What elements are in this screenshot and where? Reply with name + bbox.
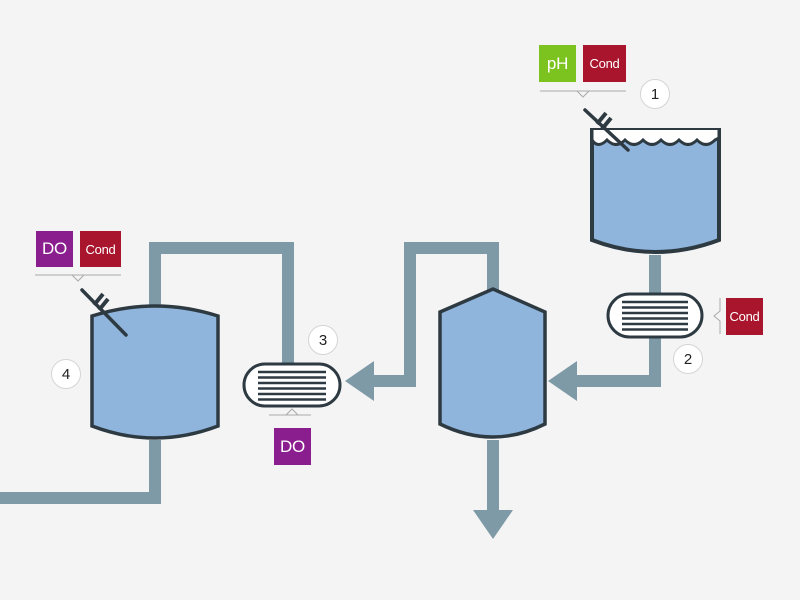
flow-arrow-icon [548,361,577,401]
pipes [0,242,661,512]
sensor-probe-icon [80,288,128,337]
step-number-1: 1 [640,79,670,109]
hx2-body [606,292,704,339]
callout-bracket-hx3 [269,408,311,416]
hx3-tubes [258,370,326,401]
callout-bracket-hx2 [713,298,721,334]
flow-arrow-icon [473,510,513,539]
pipe-hx2-vessel [574,336,661,387]
vessel-icon [438,287,547,439]
ph-sensor-badge: pH [539,45,576,82]
vessel-icon [90,304,220,440]
step-number-3: 3 [308,325,338,355]
tank1-liquid-surface [590,130,721,146]
cond-sensor-badge: Cond [583,45,626,82]
heat-exchanger-icon [606,292,704,339]
pipe-hx3-tank4 [149,242,294,366]
sensor-probe-icon [583,108,630,152]
vessel-icon [590,128,721,254]
flow-arrow-icon [345,361,374,401]
callout-bracket-tank1 [540,90,626,98]
callout-bracket-tank4 [35,274,121,282]
hx2-tubes [622,300,688,331]
step-number-4: 4 [51,359,81,389]
step-number-2: 2 [673,344,703,374]
pipe-vessel-hx3 [372,242,499,387]
do-sensor-badge: DO [36,231,73,267]
tank1-body [590,128,721,254]
pipe-tank4-outlet [0,440,161,504]
cond-sensor-badge: Cond [726,298,763,335]
hx3-body [242,362,342,408]
heat-exchanger-icon [242,362,342,408]
do-sensor-badge: DO [274,428,311,465]
cond-sensor-badge: Cond [80,231,121,267]
